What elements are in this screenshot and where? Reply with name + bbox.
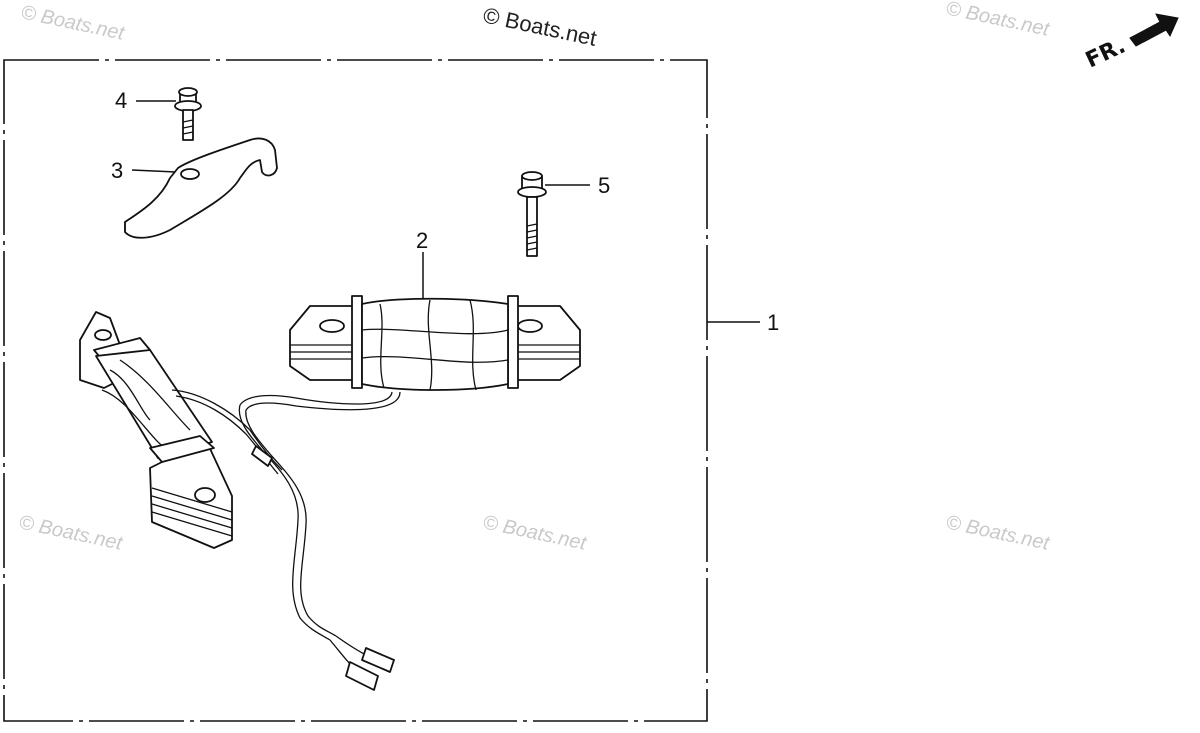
- watermark-bottom-right: © Boats.net: [944, 511, 1052, 555]
- callout-2: 2: [416, 228, 428, 253]
- front-direction-indicator: FR.: [1082, 13, 1179, 74]
- watermark-top-center: © Boats.net: [481, 2, 599, 50]
- arrow-front-icon: [1129, 13, 1179, 47]
- assembly-frame: [3, 59, 708, 722]
- flange-bolt-small: [174, 87, 202, 141]
- watermark-bottom-center: © Boats.net: [481, 511, 589, 555]
- watermark-top-right: © Boats.net: [944, 0, 1052, 41]
- exciter-coil: [79, 311, 283, 549]
- flange-bolt-long: [517, 171, 547, 257]
- callout-1: 1: [767, 310, 779, 335]
- callout-3: 3: [111, 158, 123, 183]
- watermark-bottom-left: © Boats.net: [17, 511, 125, 555]
- callout-4: 4: [115, 88, 127, 113]
- coil-holder-bracket: [124, 137, 278, 239]
- callout-numbers: 4 3 5 2 1: [111, 88, 779, 335]
- callout-leaders: [131, 100, 760, 323]
- watermark-top-left: © Boats.net: [19, 1, 127, 45]
- front-label: FR.: [1082, 34, 1129, 74]
- wire-harness: [238, 404, 395, 691]
- charge-coil: [239, 295, 581, 411]
- callout-5: 5: [598, 173, 610, 198]
